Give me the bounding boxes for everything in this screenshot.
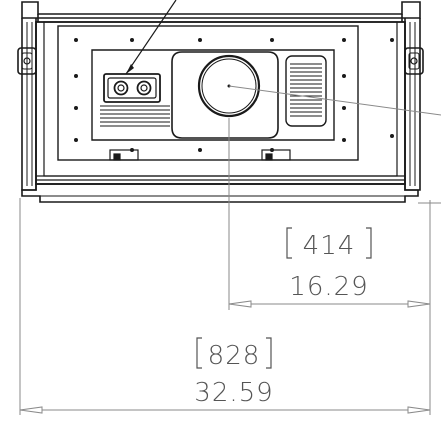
left-vent-grille — [100, 105, 170, 127]
lens-leader — [228, 85, 441, 116]
callout-leader — [125, 0, 177, 75]
connector-pair-icon — [103, 73, 161, 103]
front-frame-inner — [43, 21, 398, 177]
front-frame-bottom-rails — [36, 175, 405, 181]
screw-dots — [74, 38, 394, 152]
callout-arrowhead — [126, 64, 134, 74]
arrow-414-right — [407, 300, 431, 308]
bracket-828-left — [196, 337, 202, 369]
bottom-skid — [21, 183, 419, 203]
arrow-828-right — [407, 406, 431, 414]
right-vent-grille — [285, 55, 327, 127]
dimension-labels: 414 16.29 828 32.59 — [194, 231, 368, 408]
latch-right — [261, 149, 291, 161]
latch-left — [109, 149, 139, 161]
lens-housing — [171, 51, 279, 139]
arrow-828-left — [19, 406, 43, 414]
chassis-top-lip — [37, 14, 403, 22]
left-side-panel — [17, 18, 37, 191]
dimension-414-mm: 414 — [303, 231, 356, 261]
bracket-414-left — [286, 227, 292, 259]
chassis-top-band — [21, 1, 421, 19]
dimension-828-inches: 32.59 — [194, 378, 273, 408]
bracket-828-right — [266, 337, 272, 369]
dimension-lines — [19, 118, 441, 415]
inner-panel — [57, 25, 359, 161]
dimension-828-mm: 828 — [208, 341, 261, 371]
device-front-view — [17, 1, 424, 203]
bracket-414-right — [366, 227, 372, 259]
lens-icon — [197, 54, 261, 118]
arrow-414-left — [228, 300, 252, 308]
right-side-panel — [404, 18, 424, 191]
mounting-plate — [91, 49, 335, 141]
dimension-414-inches: 16.29 — [289, 272, 368, 302]
